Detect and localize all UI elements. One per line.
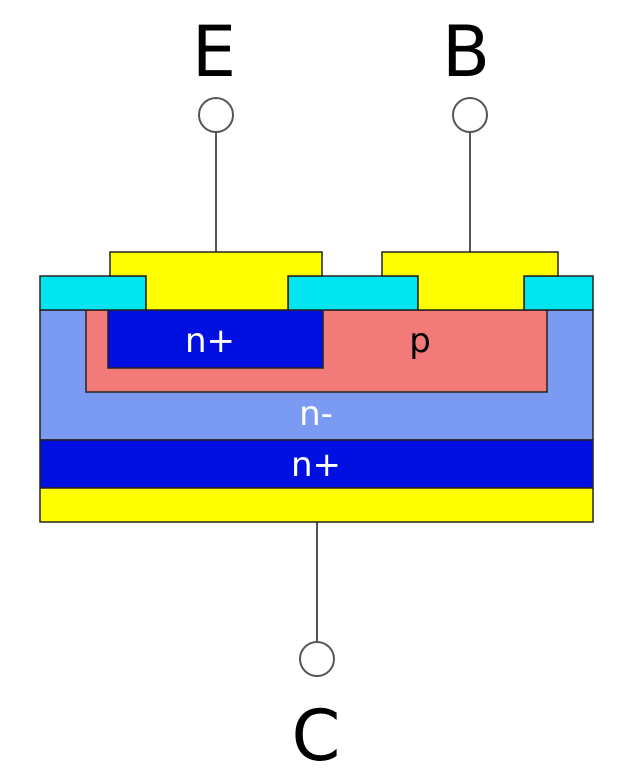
substrate-n-plus-label: n+ [291,445,341,485]
collector-metal-contact [39,487,594,523]
emitter-terminal-node [198,97,234,133]
drift-n-minus-label: n- [299,394,333,434]
base-metal-contact [381,251,559,311]
collector-terminal-node [299,641,335,677]
oxide-middle [287,275,419,311]
emitter-n-plus-label: n+ [185,321,235,361]
base-terminal-node [452,97,488,133]
emitter-metal-contact [109,251,323,311]
emitter-terminal-label: E [192,11,236,93]
base-terminal-label: B [442,11,490,93]
oxide-right [523,275,594,311]
n-plus-emitter-region [107,309,324,369]
collector-terminal-label: C [292,695,341,772]
oxide-left [39,275,147,311]
base-p-label: p [409,321,431,361]
